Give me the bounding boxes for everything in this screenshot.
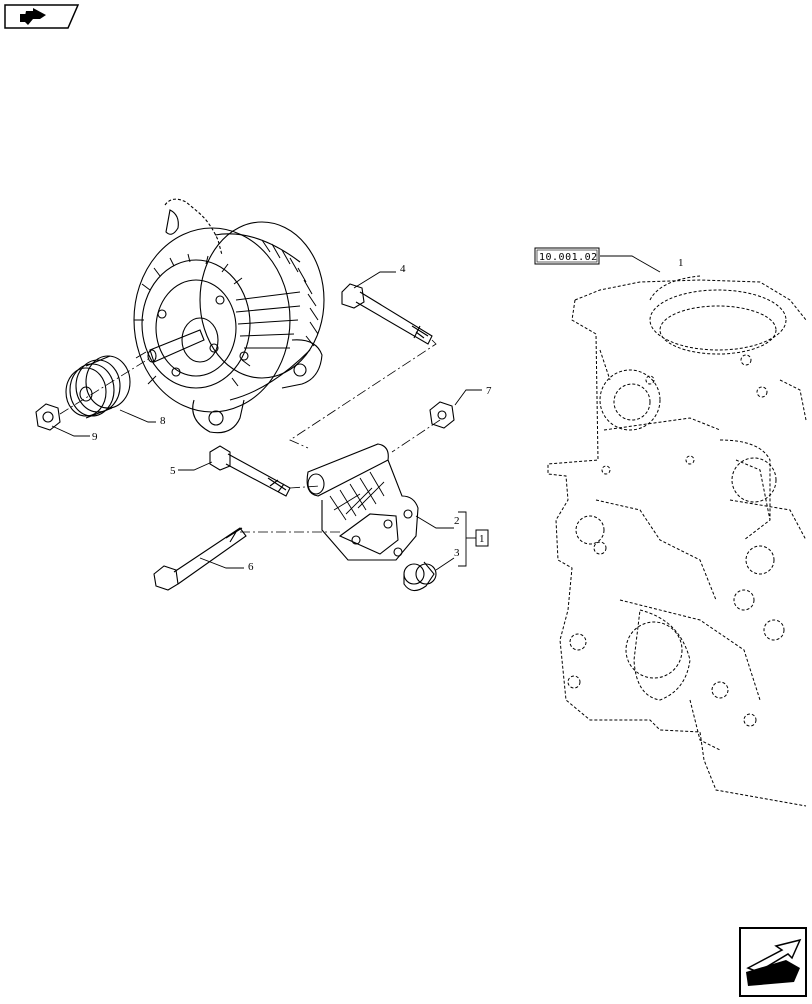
bracket <box>306 443 419 561</box>
bolt-5 <box>209 445 291 497</box>
callout-reference: 1 <box>678 257 684 269</box>
nut-7 <box>429 401 455 429</box>
pulley <box>65 355 131 419</box>
callout-6: 6 <box>248 561 254 573</box>
next-arrow-icon <box>746 938 802 986</box>
bolt-6 <box>153 527 247 591</box>
callout-4: 4 <box>400 263 406 275</box>
alternator <box>133 198 325 434</box>
leader-lines <box>51 255 661 571</box>
back-arrow-icon <box>20 8 46 25</box>
nut-9 <box>35 403 61 431</box>
bolt-4 <box>341 283 433 345</box>
group-box: 1 <box>475 529 489 547</box>
group-box-label: 1 <box>479 533 485 545</box>
callout-5: 5 <box>170 465 176 477</box>
callout-8: 8 <box>160 415 166 427</box>
callout-9: 9 <box>92 431 98 443</box>
assembly-lines <box>59 339 441 533</box>
next-button[interactable] <box>739 927 807 997</box>
spacer <box>403 561 437 592</box>
callout-7: 7 <box>486 385 492 397</box>
back-button[interactable] <box>4 4 80 29</box>
reference-label: 10.001.02 <box>539 252 598 263</box>
engine-block <box>547 275 807 807</box>
callout-2: 2 <box>454 515 460 527</box>
callout-3: 3 <box>454 547 460 559</box>
reference-link[interactable]: 10.001.02 <box>534 247 600 265</box>
